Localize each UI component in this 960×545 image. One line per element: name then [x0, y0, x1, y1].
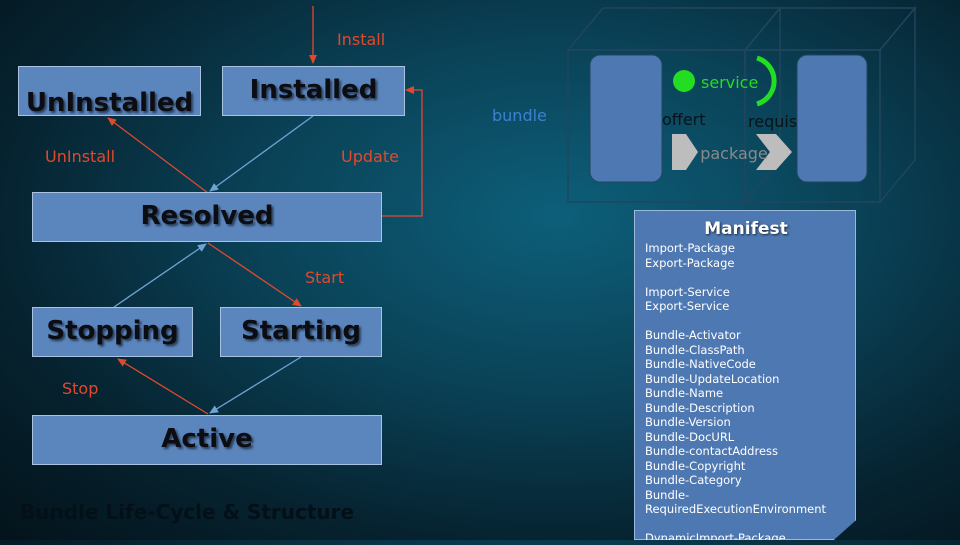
manifest-line: Bundle-Description [645, 400, 755, 415]
manifest-line: Import-Service [645, 284, 730, 299]
transition-update-label: Update [341, 147, 399, 166]
manifest-line: Bundle-Copyright [645, 458, 746, 473]
package-export-icon [672, 134, 698, 170]
installed-to-resolved-arrow [209, 115, 314, 192]
state-resolved-label: Resolved [140, 201, 274, 232]
manifest-line: Bundle-Activator [645, 328, 741, 342]
service-offered-icon [673, 70, 695, 92]
manifest-line: Bundle-UpdateLocation [645, 371, 780, 386]
offert-label: offert [662, 110, 706, 129]
bundle-box-right [743, 6, 917, 204]
starting-to-active-arrow [209, 356, 302, 414]
manifest-line: Bundle-Name [645, 386, 724, 400]
update-arrow [382, 86, 423, 217]
stop-arrow [117, 358, 209, 415]
manifest-line: Bundle- [645, 487, 690, 502]
state-starting: Starting [220, 307, 382, 357]
manifest-line: Bundle-Category [645, 473, 742, 487]
transition-start-label: Start [305, 268, 345, 287]
manifest-line: Export-Service [645, 299, 730, 313]
slide-caption: Bundle Life-Cycle & Structure [20, 500, 355, 524]
service-required-icon [756, 55, 777, 107]
manifest-line: Export-Package [645, 255, 735, 270]
manifest-line: Bundle-contactAddress [645, 444, 779, 458]
stopping-to-resolved-arrow [113, 243, 207, 308]
manifest-line: Bundle-ClassPath [645, 342, 745, 357]
state-uninstalled-label: UnInstalled [25, 88, 194, 119]
state-active-label: Active [161, 424, 253, 455]
start-arrow [207, 242, 302, 307]
bundle-inner-panel-left [589, 54, 663, 183]
bundle-label: bundle [492, 106, 547, 125]
uninstall-arrow [107, 117, 209, 194]
manifest-line: Bundle-DocURL [645, 429, 735, 444]
transition-uninstall-label: UnInstall [45, 147, 116, 166]
state-active: Active [32, 415, 382, 465]
state-installed: Installed [222, 66, 405, 116]
bundle-inner-panel-right [796, 54, 868, 183]
state-stopping: Stopping [32, 307, 193, 357]
manifest-line: Bundle-Version [645, 415, 731, 429]
transition-stop-label: Stop [62, 379, 99, 398]
manifest-title: Manifest [704, 219, 788, 239]
state-uninstalled: UnInstalled [18, 66, 201, 119]
package-import-icon [756, 134, 792, 170]
package-label: package [700, 144, 768, 163]
manifest-line: DynamicImport-Package [645, 531, 786, 545]
requis-label: requis [748, 112, 798, 131]
state-installed-label: Installed [249, 75, 378, 106]
state-starting-label: Starting [241, 316, 361, 347]
manifest-line: RequiredExecutionEnvironment [645, 502, 827, 516]
transition-install-label: Install [337, 30, 386, 49]
state-stopping-label: Stopping [46, 316, 179, 347]
service-label: service [701, 73, 759, 92]
state-resolved: Resolved [32, 192, 382, 242]
manifest-line: Import-Package [645, 241, 735, 255]
manifest-line: Bundle-NativeCode [645, 357, 756, 371]
